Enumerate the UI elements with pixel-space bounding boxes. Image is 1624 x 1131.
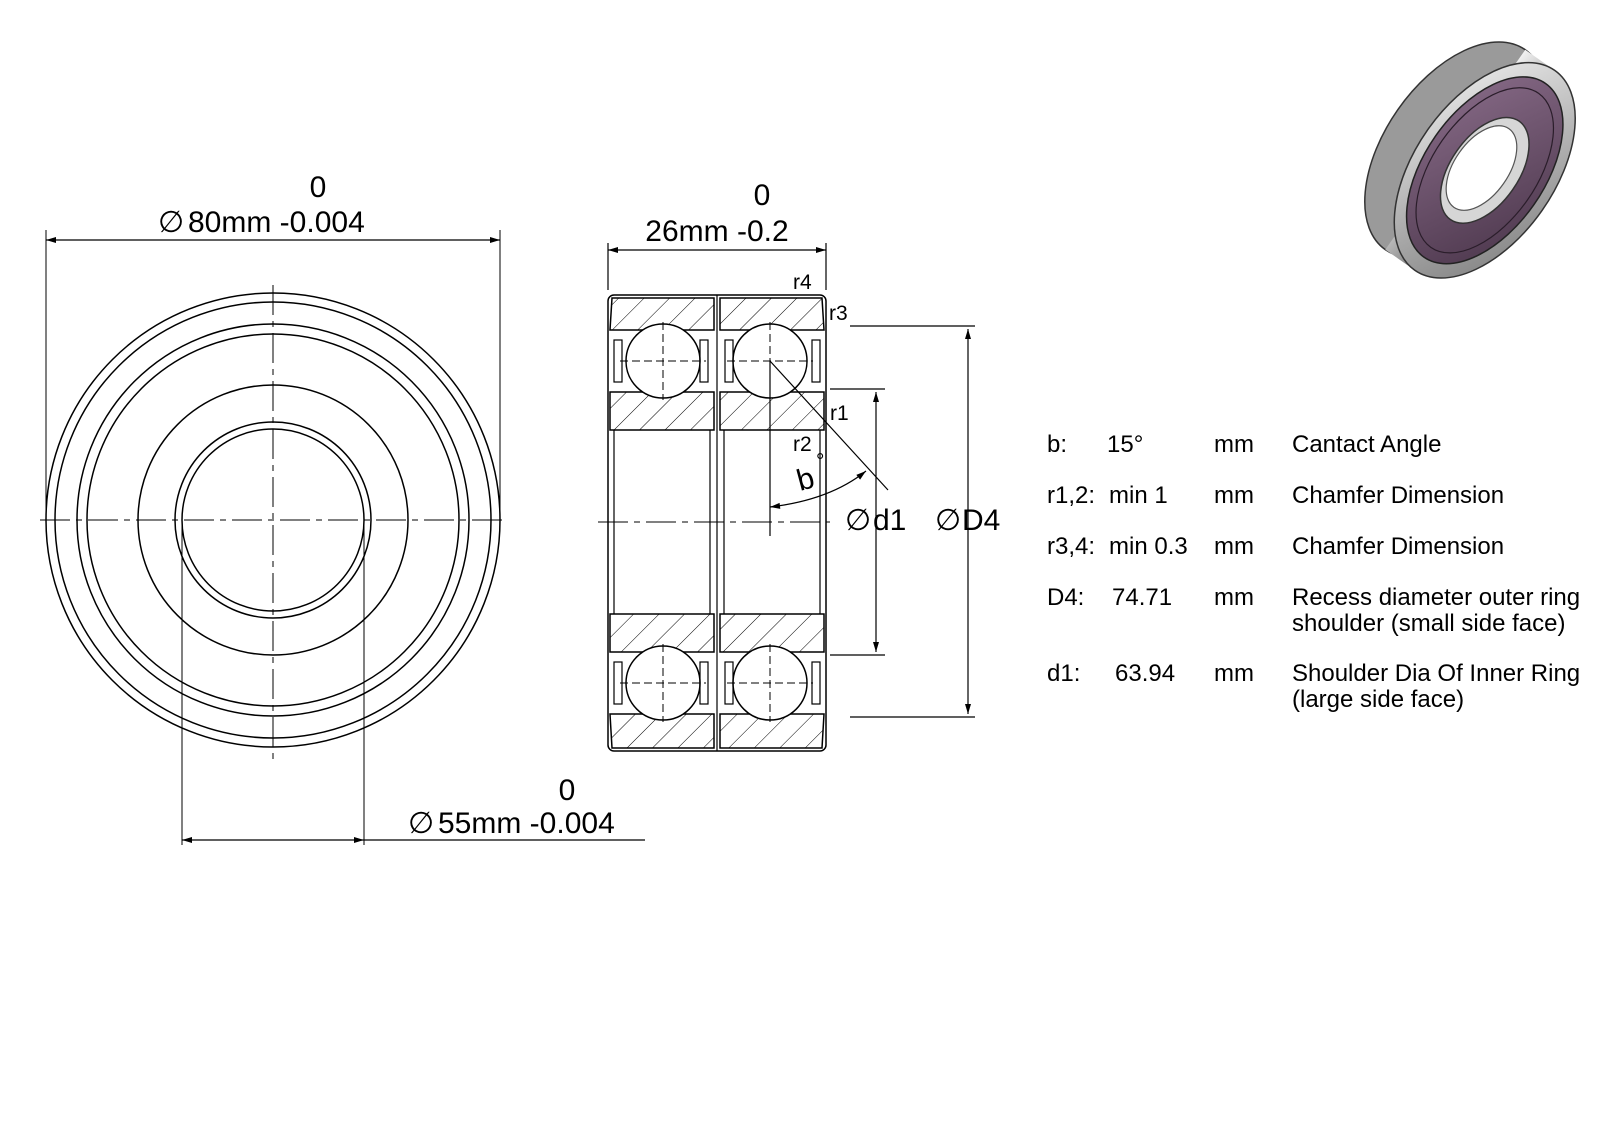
bore-diameter-label: 55mm -0.004 [438, 807, 615, 840]
spec-description-line: Recess diameter outer ring [1292, 584, 1581, 611]
outer-diameter-label: 80mm -0.004 [188, 206, 365, 239]
specification-table: b: 15° mm Cantact Angle r1,2: min 1 mm C… [1047, 432, 1622, 713]
spec-symbol: D4: [1047, 584, 1085, 611]
width-dimension [607, 243, 827, 290]
spec-symbol: d1: [1047, 660, 1081, 687]
d1-diameter-symbol: ∅ [845, 504, 871, 537]
spec-symbol: r1,2: [1047, 482, 1096, 509]
label-r4: r4 [793, 271, 812, 294]
spec-row-chamfer-r12: r1,2: min 1 mm Chamfer Dimension [1047, 483, 1622, 509]
front-view [40, 230, 645, 845]
width-label: 26mm -0.2 [645, 215, 788, 248]
label-r2: r2 [793, 433, 812, 456]
label-r3: r3 [829, 302, 848, 325]
spec-description: Cantact Angle [1292, 431, 1442, 458]
label-d1: d1 [873, 504, 906, 537]
spec-row-chamfer-r34: r3,4: min 0.3 mm Chamfer Dimension [1047, 534, 1622, 560]
spec-description-line: (large side face) [1292, 686, 1465, 713]
shoulder-dimensions [830, 325, 975, 718]
spec-symbol: b: [1047, 431, 1068, 458]
spec-unit: mm [1214, 431, 1254, 458]
spec-value: 74.71 [1112, 584, 1173, 611]
spec-value: 63.94 [1115, 660, 1176, 687]
outer-tolerance-upper: 0 [310, 171, 327, 204]
spec-row-contact-angle: b: 15° mm Cantact Angle [1047, 432, 1622, 458]
spec-value: min 0.3 [1109, 533, 1188, 560]
spec-value: 15° [1107, 431, 1144, 458]
spec-description: Chamfer Dimension [1292, 533, 1505, 560]
spec-description: Shoulder Dia Of Inner Ring (large side f… [1292, 661, 1580, 713]
spec-unit: mm [1214, 482, 1254, 509]
label-r1: r1 [830, 402, 849, 425]
spec-symbol: r3,4: [1047, 533, 1096, 560]
ball-centerlines [598, 322, 830, 722]
spec-unit: mm [1214, 584, 1254, 611]
bearing-3d-preview [1364, 41, 1576, 279]
spec-value: min 1 [1109, 482, 1168, 509]
width-tolerance-upper: 0 [754, 179, 771, 212]
spec-description: Chamfer Dimension [1292, 482, 1505, 509]
D4-diameter-symbol: ∅ [935, 504, 961, 537]
outer-diameter-symbol: ∅ [158, 206, 184, 239]
spec-description: Recess diameter outer ring shoulder (sma… [1292, 585, 1580, 637]
bore-tolerance-upper: 0 [559, 774, 576, 807]
spec-description-line: shoulder (small side face) [1292, 610, 1566, 637]
contact-angle-indicator [769, 360, 889, 536]
label-D4: D4 [962, 504, 1000, 537]
label-contact-angle-b: b [793, 462, 818, 498]
spec-description-line: Shoulder Dia Of Inner Ring [1292, 660, 1581, 687]
bore-diameter-symbol: ∅ [408, 807, 434, 840]
spec-row-D4: D4: 74.71 mm Recess diameter outer ring … [1047, 585, 1622, 637]
spec-row-d1: d1: 63.94 mm Shoulder Dia Of Inner Ring … [1047, 661, 1622, 713]
spec-unit: mm [1214, 533, 1254, 560]
spec-unit: mm [1214, 660, 1254, 687]
degree-mark: ° [816, 450, 824, 473]
